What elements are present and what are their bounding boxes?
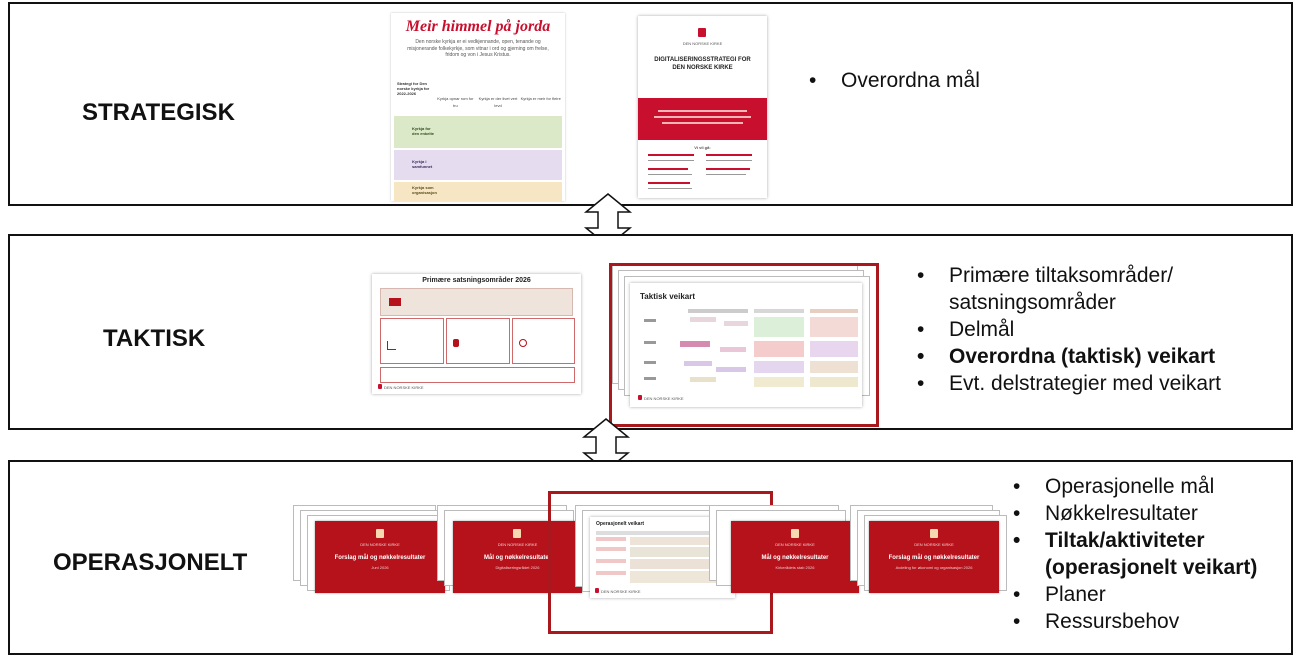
slide-subtitle: Juni 2026	[371, 565, 389, 570]
tactical-bullet: Overordna (taktisk) veikart	[907, 343, 1221, 370]
operational-bullet: Ressursbehov	[1003, 608, 1257, 635]
church-logo-icon	[378, 384, 382, 389]
priority-banner	[380, 288, 573, 316]
slide-title: Forslag mål og nøkkelresultater	[334, 555, 426, 561]
operational-bullet: Nøkkelresultater	[1003, 500, 1257, 527]
digital-strategy-red-band	[638, 98, 767, 140]
tactical-highlight-frame	[609, 263, 879, 427]
digital-strategy-goal-heading: Vi vil gå:	[694, 145, 711, 150]
tactical-bullet-continuation: satsningsområder	[949, 291, 1116, 314]
church-logo-icon	[376, 529, 384, 538]
priority-box-2	[446, 318, 510, 364]
slide-brand: DEN NORSKE KIRKE	[775, 542, 815, 547]
slide-brand: DEN NORSKE KIRKE	[914, 542, 954, 547]
strategy-poster-thumbnail: Meir himmel på jorda Den norske kyrkja e…	[391, 13, 565, 201]
operational-slide: DEN NORSKE KIRKE Forslag mål og nøkkelre…	[869, 521, 999, 593]
strategy-row-1-label: Kyrkja for den enkelte	[412, 126, 435, 136]
tactical-bullet-list: Primære tiltaksområder/ satsningsområder…	[907, 262, 1221, 397]
digital-strategy-title: DIGITALISERINGSSTRATEGI FOR DEN NORSKE K…	[654, 57, 751, 71]
church-logo-icon	[698, 28, 706, 37]
operational-slide: DEN NORSKE KIRKE Forslag mål og nøkkelre…	[315, 521, 445, 593]
strategy-row-purple: Kyrkja i samfunnet	[394, 150, 562, 180]
strategy-poster-title: Meir himmel på jorda	[405, 18, 551, 35]
operational-bullet-continuation: (operasjonelt veikart)	[1045, 556, 1258, 579]
strategy-column-1: Kyrkja opnar rom for tru	[437, 96, 474, 108]
slide-subtitle: Avdeling for økonomi og organisasjon 202…	[895, 565, 973, 570]
strategy-row-yellow: Kyrkja som organisasjon	[394, 182, 562, 201]
tactical-bullet: Delmål	[907, 316, 1221, 343]
slide-brand: DEN NORSKE KIRKE	[601, 589, 641, 594]
church-logo-icon	[638, 395, 642, 400]
tactical-roadmap-brand: DEN NORSKE KIRKE	[644, 396, 684, 401]
strategy-row-3-label: Kyrkja som organisasjon	[412, 185, 437, 195]
strategy-column-3: Kyrkja er meir for fleire	[520, 96, 561, 101]
slide-brand: DEN NORSKE KIRKE	[360, 542, 400, 547]
strategy-poster-columns: Kyrkja opnar rom for tru Kyrkja er der l…	[435, 75, 561, 115]
strategy-poster-subtitle: Den norske kyrkja er ei vedkjennande, op…	[407, 39, 549, 58]
operational-bullet: Operasjonelle mål	[1003, 473, 1257, 500]
slide-brand: DEN NORSKE KIRKE	[497, 542, 538, 547]
operational-bullet-list: Operasjonelle mål Nøkkelresultater Tilta…	[1003, 473, 1257, 635]
church-logo-icon	[595, 588, 599, 593]
priority-areas-thumbnail: Primære satsningsområder 2026 DEN NORSKE…	[372, 274, 581, 394]
strategic-bullet-list: Overordna mål	[799, 67, 980, 94]
digital-strategy-brand: DEN NORSKE KIRKE	[682, 41, 723, 46]
tactical-bullet: Evt. delstrategier med veikart	[907, 370, 1221, 397]
slide-subtitle: Digitaliseringsrådet 2026	[495, 565, 540, 570]
tactical-roadmap-thumbnail: Taktisk veikart DEN NORSKE KIRKE	[630, 283, 862, 407]
operational-bullet: Tiltak/aktiviteter	[1003, 527, 1257, 554]
strategy-row-2-label: Kyrkja i samfunnet	[412, 159, 433, 169]
strategy-column-2: Kyrkja er der livet vert levd	[478, 96, 518, 108]
priority-box-1	[380, 318, 444, 364]
tactical-level-label: TAKTISK	[103, 325, 206, 352]
tactical-roadmap-title: Taktisk veikart	[640, 292, 695, 301]
church-logo-icon	[791, 529, 799, 538]
slide-title: Mål og nøkkelresultater	[483, 555, 552, 561]
strategy-row-green: Kyrkja for den enkelte	[394, 116, 562, 148]
slide-title: Mål og nøkkelresultater	[761, 555, 829, 561]
strategy-poster-row-header: Strategi for Den norske kyrkja for 2022-…	[397, 81, 430, 96]
slide-title: Forslag mål og nøkkelresultater	[888, 555, 980, 561]
church-logo-icon	[513, 529, 521, 538]
tactical-bullet: Primære tiltaksområder/	[907, 262, 1221, 289]
operational-slide: DEN NORSKE KIRKE Mål og nøkkelresultater…	[731, 521, 859, 593]
operational-level-label: OPERASJONELT	[53, 549, 248, 576]
slide-subtitle: Kirkerådets stab 2026	[775, 565, 815, 570]
digital-strategy-thumbnail: DEN NORSKE KIRKE DIGITALISERINGSSTRATEGI…	[638, 16, 767, 198]
priority-box-wide	[380, 367, 575, 383]
priority-areas-title: Primære satsningsområder 2026	[422, 277, 531, 284]
strategic-bullet: Overordna mål	[799, 67, 980, 94]
strategic-level-label: STRATEGISK	[82, 99, 235, 126]
priority-areas-brand: DEN NORSKE KIRKE	[384, 385, 424, 390]
operational-bullet: Planer	[1003, 581, 1257, 608]
operational-slide: DEN NORSKE KIRKE Mål og nøkkelresultater…	[453, 521, 582, 593]
priority-box-3	[512, 318, 575, 364]
church-logo-icon	[930, 529, 938, 538]
operational-roadmap-title: Operasjonelt veikart	[596, 521, 645, 527]
